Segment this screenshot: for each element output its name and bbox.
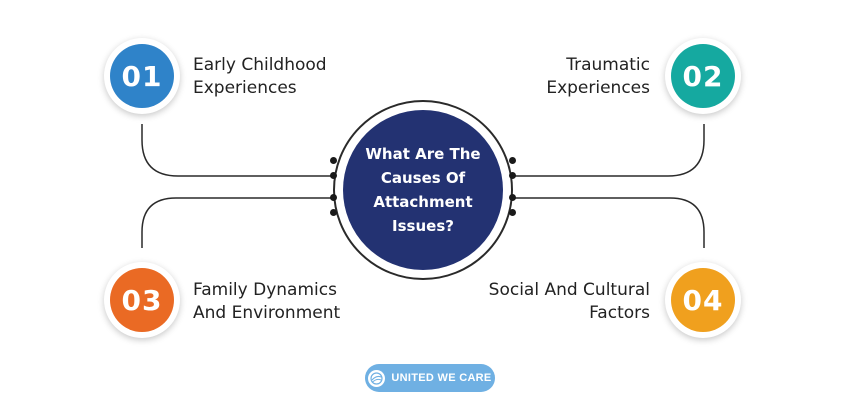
item-02-badge: 02 bbox=[665, 38, 741, 114]
connector-01 bbox=[141, 124, 333, 177]
connector-dot bbox=[509, 157, 516, 164]
item-02-number: 02 bbox=[671, 44, 735, 108]
connector-04 bbox=[511, 197, 705, 248]
item-04-label: Social And Cultural Factors bbox=[488, 280, 650, 323]
connector-dot bbox=[509, 209, 516, 216]
item-03-label: Family Dynamics And Environment bbox=[193, 280, 341, 323]
connector-02 bbox=[511, 124, 705, 177]
connector-dot bbox=[330, 209, 337, 216]
item-01-badge: 01 bbox=[104, 38, 180, 114]
central-title-line-1: What Are The bbox=[365, 145, 481, 163]
item-03-badge: 03 bbox=[104, 262, 180, 338]
brand-name: UNITED WE CARE bbox=[391, 372, 492, 384]
globe-icon bbox=[368, 369, 386, 387]
central-title-line-3: Attachment Issues? bbox=[373, 193, 473, 235]
item-01-label: Early Childhood Experiences bbox=[193, 55, 327, 98]
connector-dot bbox=[330, 194, 337, 201]
connector-dot bbox=[330, 172, 337, 179]
connector-03 bbox=[141, 197, 333, 248]
item-04-badge: 04 bbox=[665, 262, 741, 338]
central-topic: What Are The Causes Of Attachment Issues… bbox=[343, 110, 503, 270]
central-title-line-2: Causes Of bbox=[380, 169, 466, 187]
connector-dot bbox=[509, 172, 516, 179]
connector-dot bbox=[330, 157, 337, 164]
item-03-number: 03 bbox=[110, 268, 174, 332]
item-02-label: Traumatic Experiences bbox=[546, 55, 650, 98]
connector-dot bbox=[509, 194, 516, 201]
item-01-number: 01 bbox=[110, 44, 174, 108]
brand-logo: UNITED WE CARE bbox=[365, 364, 495, 392]
item-04-number: 04 bbox=[671, 268, 735, 332]
